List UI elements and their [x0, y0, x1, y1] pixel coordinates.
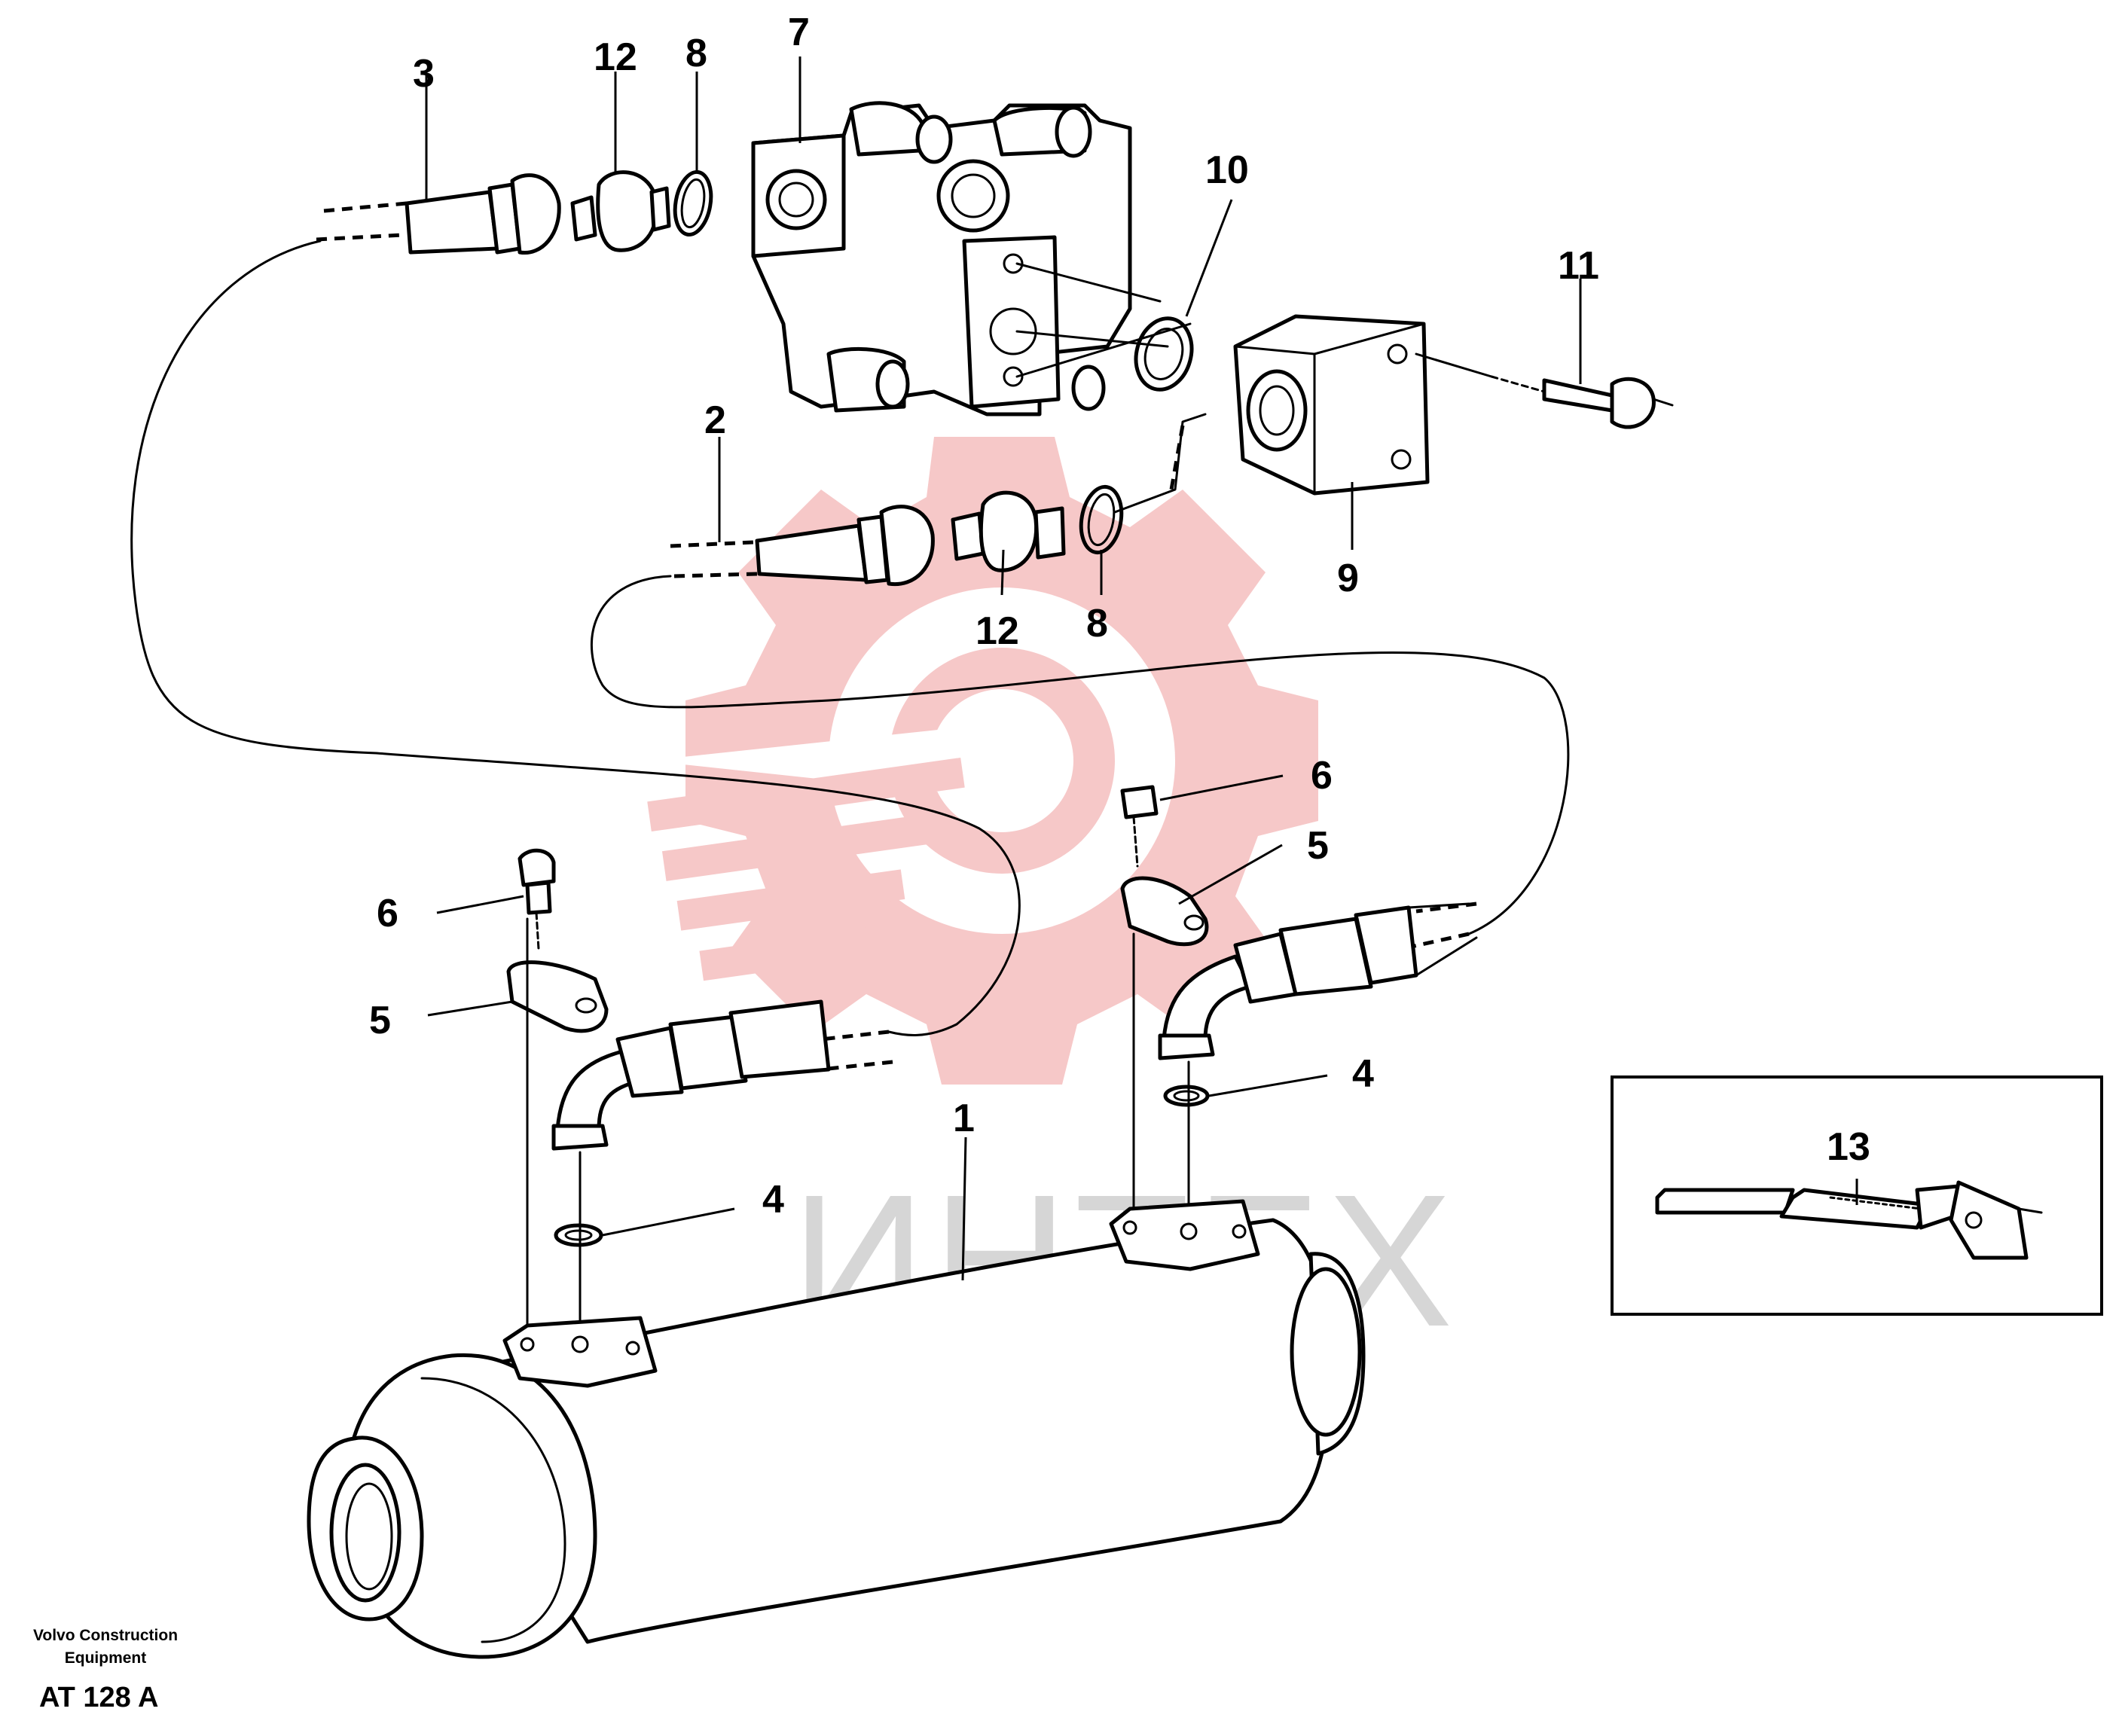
clamp-5-right [1120, 876, 1209, 947]
callout-8-top: 8 [685, 32, 707, 75]
screw-11 [1415, 352, 1674, 429]
callout-2: 2 [704, 398, 726, 442]
clamp-5-left [506, 960, 609, 1033]
hose-end-2 [755, 505, 935, 587]
callout-4-left: 4 [762, 1178, 784, 1222]
valve-body-7 [751, 101, 1192, 416]
callout-5-left: 5 [369, 999, 391, 1042]
callout-4-right: 4 [1352, 1052, 1374, 1096]
callout-1: 1 [953, 1097, 975, 1140]
callout-9: 9 [1337, 557, 1359, 600]
washer-4-right [1163, 1085, 1210, 1107]
bolt-6-right [1120, 785, 1159, 868]
inset-box [1611, 1075, 2103, 1316]
watermark-logo [647, 437, 1318, 1085]
drawing-code: AT 128 A [39, 1682, 159, 1713]
callout-6-left: 6 [377, 892, 398, 935]
leader-lines [425, 56, 1858, 1281]
assembly-axis-lines [526, 917, 1190, 1350]
union-12-middle [951, 490, 1066, 572]
elbow-fitting-left [551, 999, 831, 1151]
hose-end-3 [405, 173, 561, 255]
bolt-6-left [518, 848, 556, 950]
elbow-fitting-right [1158, 902, 1478, 1060]
callout-12-top: 12 [594, 35, 637, 79]
hose-3 [130, 201, 1021, 1072]
manufacturer-name: Volvo Construction [32, 1627, 179, 1644]
callout-3: 3 [413, 52, 435, 96]
o-ring-8-top [673, 169, 713, 237]
callout-13: 13 [1827, 1125, 1870, 1169]
callout-8-middle: 8 [1086, 602, 1108, 645]
callout-6-right: 6 [1311, 754, 1333, 798]
washer-4-left [554, 1223, 603, 1247]
strap-13 [1655, 1180, 2043, 1260]
o-ring-8-middle [1079, 484, 1124, 555]
union-12-top [570, 170, 671, 252]
adapter-block-9 [1113, 314, 1430, 514]
cooler-cylinder-1 [307, 1199, 1366, 1659]
callout-labels: 3 12 8 7 10 11 2 12 8 9 6 5 4 6 5 4 1 13 [369, 11, 1870, 1222]
manufacturer-name-line2: Equipment [64, 1649, 147, 1667]
callout-12-middle: 12 [976, 609, 1019, 653]
callout-7: 7 [788, 11, 810, 54]
o-ring-10 [1134, 316, 1194, 392]
callout-11: 11 [1558, 244, 1599, 288]
callout-5-right: 5 [1307, 824, 1329, 868]
callout-10: 10 [1205, 148, 1249, 192]
